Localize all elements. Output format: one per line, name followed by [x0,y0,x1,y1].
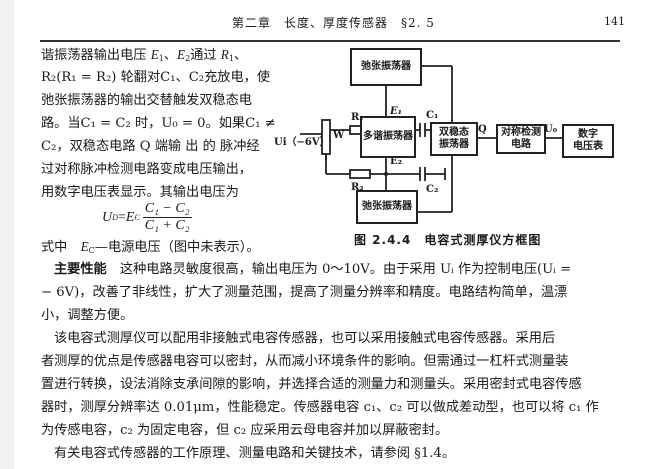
bistable-block: 双稳态振荡器 [430,122,478,156]
page-margin [0,0,14,469]
numerator: C₁ − C₂ [142,201,192,218]
relaxation-oscillator-top: 弛张振荡器 [350,48,422,86]
text-line: 谐振荡器输出电压 E1、E2通过 R1、 [41,47,248,63]
label-w: W [333,130,345,141]
multivibrator-block: 多谐振荡器 [360,116,416,158]
label-c2: C₂ [426,184,439,195]
label-e2: E₂ [390,156,403,167]
paragraph-line: 有关电容式传感器的工作原理、测量电路和关键技术，请参阅 §1.4。 [54,446,456,461]
symmetric-detector-block: 对称检测电路 [496,124,546,154]
label-q: Q [478,124,487,135]
digital-voltmeter-block: 数字电压表 [562,124,614,158]
block-diagram: 弛张振荡器 多谐振荡器 弛张振荡器 双稳态振荡器 对称检测电路 数字电压表 Ui… [270,44,665,234]
perf-line: 小，调整方便。 [41,308,134,323]
where-line: 式中 EC—电源电压（图中未表示）。 [41,239,260,255]
paragraph-line: 为传感电容，c₂ 为固定电容，但 c₂ 应采用云母电容并加以屏蔽密封。 [41,423,449,438]
denominator: C₁ + C₂ [144,218,190,233]
paragraph-line: 器时，测厚分辨率达 0.01μm，性能稳定。传感器电容 c₁、c₂ 可以做成差动… [41,400,599,415]
text-line: 过对称脉冲检测电路变成电压输出， [41,162,252,177]
paragraph-line: 置进行转换，设法消除支承间隙的影响，并选择合适的测量力和测量头。采用密封式电容传… [41,377,582,392]
text-line: 用数字电压表显示。其输出电压为 [41,185,239,200]
label-r2: R₂ [351,182,364,193]
label-ui: Ui（−6V） [274,137,330,148]
label-c1: C₁ [426,110,439,121]
text-line: 路。当C₁ = C₂ 时，U₀ = 0。如果C₁ ≠ [41,116,276,131]
label-e1: E₁ [390,106,403,117]
perf-line: 主要性能 这种电路灵敏度很高，输出电压为 0～10V。由于采用 Uᵢ 作为控制电… [54,262,572,277]
running-header: 第二章 长度、厚度传感器 §2. 5 141 [0,14,665,34]
text-line: 弛张振荡器的输出交替触发双稳态电 [41,93,252,108]
header-rule [40,40,620,42]
perf-line: − 6V)，改善了非线性，扩大了测量范围，提高了测量分辨率和精度。电路结构简单，… [41,285,568,300]
figure-caption: 图 2.4.4 电容式测厚仪方框图 [354,233,542,247]
fraction: C₁ − C₂ C₁ + C₂ [142,201,192,234]
label-u0: U₀ [544,124,558,135]
label-r1: R₁ [351,112,364,123]
text-line: R₂(R₁ = R₂) 轮翻对C₁、C₂充放电，使 [41,70,271,85]
text-line: C₂，双稳态电路 Q 端输 出 的 脉冲经 [41,139,260,154]
paragraph-line: 者测厚的优点是传感器电容可以密封，从而减小环境条件的影响。但需通过一杠杆式测量装 [41,354,569,369]
paragraph-line: 该电容式测厚仪可以配用非接触式电容传感器，也可以采用接触式电容传感器。采用后 [54,331,556,346]
page-number: 141 [604,15,625,28]
chapter-title: 第二章 长度、厚度传感器 §2. 5 [232,16,435,30]
relaxation-oscillator-bottom: 弛张振荡器 [356,190,418,224]
